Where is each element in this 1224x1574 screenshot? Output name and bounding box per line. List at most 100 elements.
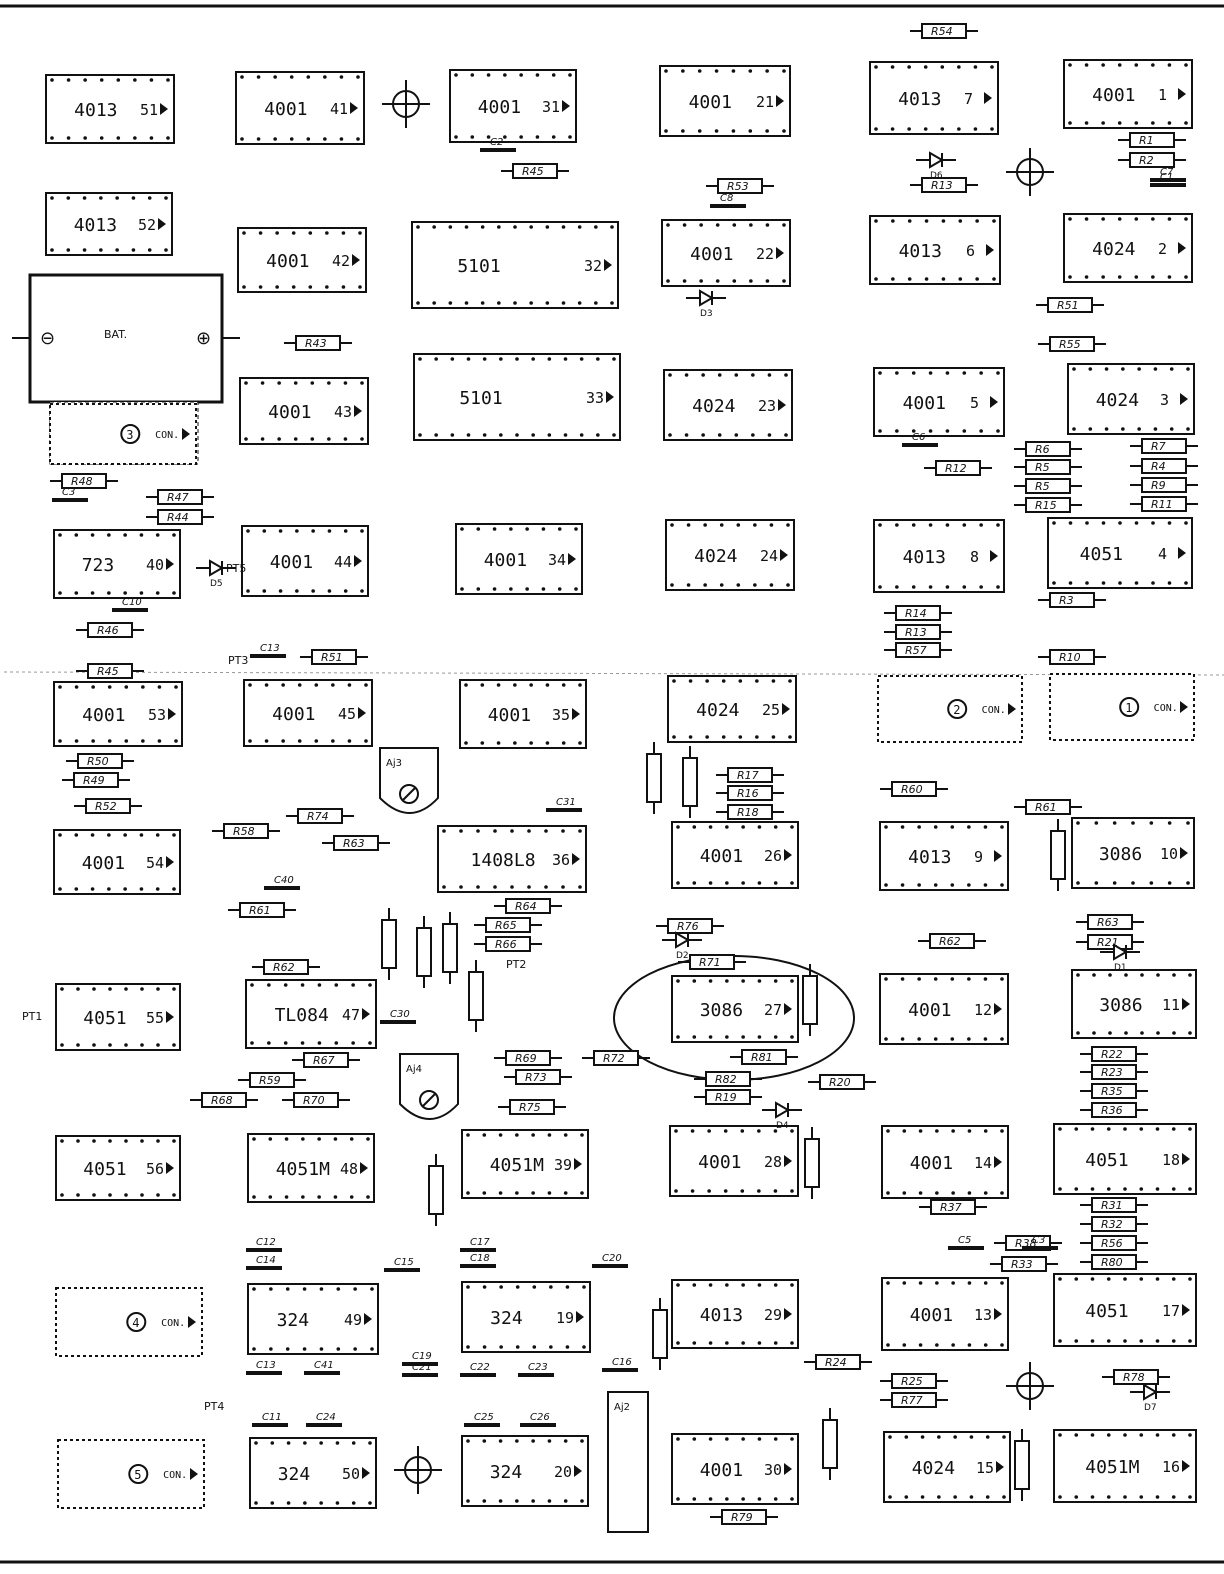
ic-part-number: 4001 [488,705,531,726]
trimmer-label: Aj2 [614,1402,630,1413]
capacitors: C2C8C7C6C3C10C13C40C31C30C12C14C13C15C17… [52,137,1186,1427]
resistor-R53: R53 [706,178,774,194]
resistor-R20: R20 [808,1074,876,1090]
resistor-vertical [442,912,458,984]
pin1-marker [576,1311,584,1323]
capacitor-label: C1 [1160,172,1173,183]
connector-number: 5 [134,1468,141,1482]
resistor-label: R70 [303,1094,325,1107]
pin1-marker [362,1008,370,1020]
ic-part-number: 4001 [910,1153,953,1174]
ic-part-number: 324 [277,1310,310,1331]
capacitor-C41: C41 [304,1360,340,1375]
ic-part-number: 4013 [908,847,951,868]
resistor-R57: R57 [884,642,952,658]
capacitor-C6: C6 [902,432,938,447]
pin1-marker [986,244,994,256]
resistor-R72: R72 [582,1050,650,1066]
resistor-vertical [802,964,818,1036]
resistor-R77: R77 [880,1392,948,1408]
resistor-label: R69 [515,1052,537,1065]
capacitor-C3: C3 [52,487,88,502]
capacitor-C40: C40 [264,875,300,890]
connector-number: 4 [132,1316,139,1330]
pin1-marker [160,103,168,115]
capacitor-label: C14 [256,1255,276,1266]
resistor-R75: R75 [498,1099,566,1115]
test-point-PT2: PT2 [506,958,526,971]
pin1-marker [994,1156,1002,1168]
pin1-marker [158,218,166,230]
ic-ref-designator: 34 [548,551,566,569]
ic-part-number: 4024 [1096,390,1139,411]
resistor-R68: R68 [190,1092,258,1108]
pin1-marker [784,1003,792,1015]
resistor-label: R76 [677,920,699,933]
capacitor-label: C22 [470,1362,490,1373]
resistor-vertical [804,1127,820,1199]
pin1-marker [996,1461,1004,1473]
resistor-label: R19 [715,1091,737,1104]
capacitor-label: C20 [602,1253,622,1264]
resistor-vertical [652,1298,668,1370]
ic-part-number: 4001 [908,1000,951,1021]
resistor-R63: R63 [1076,914,1144,930]
connector-label: CON. [982,705,1006,716]
resistor-R6: R6 [1014,441,1082,457]
ic-ref-designator: 44 [334,553,352,571]
ic-ref-designator: 20 [554,1463,572,1481]
resistor-label: R80 [1101,1256,1123,1269]
resistor-R32: R32 [1080,1216,1148,1232]
resistor-R58: R58 [212,823,280,839]
resistor-R78: R78 [1102,1369,1170,1385]
resistor-label: R46 [97,624,119,637]
capacitor-label: C16 [612,1357,632,1368]
resistor-label: R18 [737,806,759,819]
pin1-marker [782,703,790,715]
capacitor-label: C30 [390,1009,410,1020]
ic-part-number: 324 [490,1462,523,1483]
pin1-marker [1180,847,1188,859]
capacitor-C31: C31 [546,797,582,812]
ic-ref-designator: 21 [756,93,774,111]
capacitor-label: C19 [412,1351,432,1362]
resistor-label: R54 [931,25,953,38]
resistor-R67: R67 [292,1052,360,1068]
capacitor-label: C26 [530,1412,550,1423]
connector-label: CON. [155,430,179,441]
capacitor-label: C24 [316,1412,336,1423]
ic-part-number: 1408L8 [471,850,536,871]
capacitor-C20: C20 [592,1253,628,1268]
resistor-vertical [822,1408,838,1480]
resistor-label: R78 [1123,1371,1145,1384]
ic-part-number: 4024 [912,1458,955,1479]
test-point-PT4: PT4 [204,1400,224,1413]
diode-D3: D3 [686,289,726,319]
ic-ref-designator: 55 [146,1009,164,1027]
ic-ref-designator: 16 [1162,1458,1180,1476]
pin1-marker [166,1011,174,1023]
ic-ref-designator: 27 [764,1001,782,1019]
resistor-label: R67 [313,1054,335,1067]
pin1-marker [166,856,174,868]
resistor-label: R65 [495,919,517,932]
test-point-PT5: PT5 [226,562,246,575]
resistor-label: R10 [1059,651,1081,664]
resistor-R63: R63 [322,835,390,851]
resistor-R22: R22 [1080,1046,1148,1062]
resistor-R82: R82 [694,1071,762,1087]
capacitor-C14: C14 [246,1255,282,1270]
resistor-label: R43 [305,337,327,350]
